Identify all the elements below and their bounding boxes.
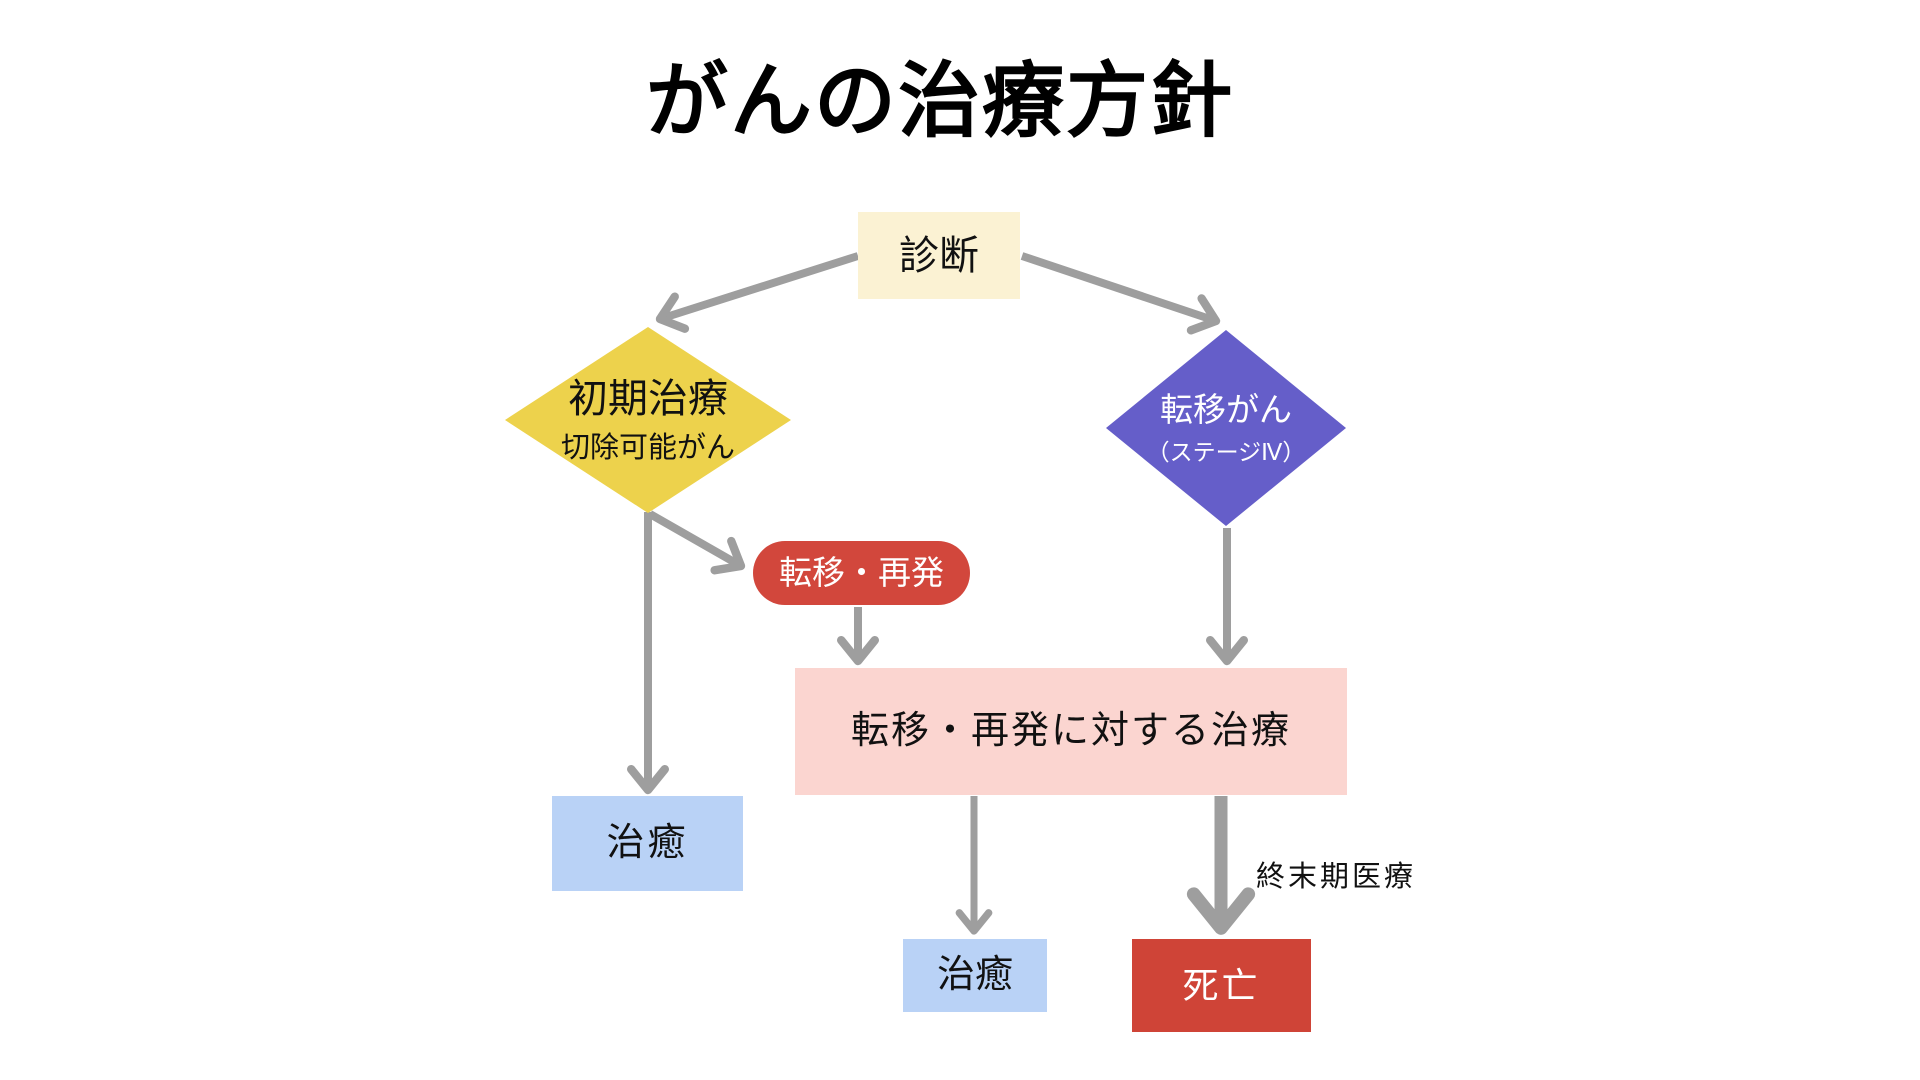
node-diagnosis-label: 診断 <box>899 233 979 278</box>
edge-diagnosis-to-metastatic <box>1020 252 1221 335</box>
terminal-care-label: 終末期医療 <box>1256 861 1417 893</box>
node-metastatic-cancer-sublabel: （ステージⅣ） <box>1146 439 1306 466</box>
page-title: がんの治療方針 <box>645 56 1234 147</box>
node-metastasis-recurrence-label: 転移・再発 <box>779 554 944 592</box>
edge-initial-to-recurrence <box>648 510 746 575</box>
node-recurrence-treatment-label: 転移・再発に対する治療 <box>850 709 1291 752</box>
node-cure-initial-label: 治癒 <box>606 821 689 864</box>
node-metastasis-recurrence: 転移・再発 <box>753 541 970 605</box>
node-death-label: 死亡 <box>1182 965 1261 1006</box>
node-diagnosis: 診断 <box>858 212 1020 299</box>
node-cure-recurrence-label: 治癒 <box>936 953 1013 996</box>
node-cure-recurrence: 治癒 <box>903 939 1047 1012</box>
node-recurrence-treatment: 転移・再発に対する治療 <box>795 668 1347 795</box>
node-cure-initial: 治癒 <box>552 796 743 891</box>
node-death: 死亡 <box>1132 939 1311 1032</box>
edge-diagnosis-to-initial <box>655 252 860 333</box>
node-initial-treatment-sublabel: 切除可能がん <box>560 431 735 464</box>
node-metastatic-cancer-label: 転移がん <box>1160 391 1292 428</box>
node-initial-treatment-label: 初期治療 <box>568 376 728 421</box>
